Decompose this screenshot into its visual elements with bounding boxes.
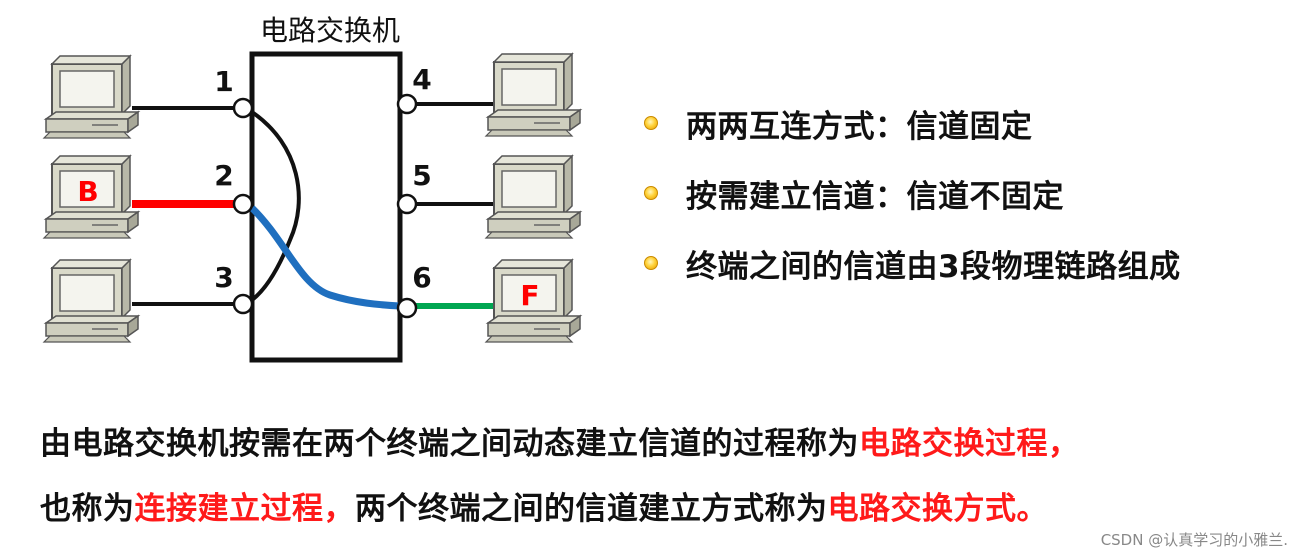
terminal-label-f: F	[520, 279, 539, 312]
port-2-circle	[232, 193, 254, 215]
port-3-circle	[232, 293, 254, 315]
paragraph-line-1: 由电路交换机按需在两个终端之间动态建立信道的过程称为电路交换过程，	[40, 418, 1080, 463]
terminal-label-b: B	[77, 175, 98, 208]
computer-icon	[43, 55, 139, 139]
computer-icon	[485, 53, 581, 137]
port-6-circle	[396, 297, 418, 319]
port-label-4: 4	[412, 63, 431, 96]
port-label-1: 1	[214, 65, 233, 98]
port-label-6: 6	[412, 261, 431, 294]
bullet-list: 两两互连方式：信道固定 按需建立信道：信道不固定 终端之间的信道由3段物理链路组…	[640, 88, 1181, 298]
bullet-text: 两两互连方式：信道固定	[686, 108, 1033, 145]
port-label-2: 2	[214, 159, 233, 192]
port-1-circle	[232, 97, 254, 119]
bullet-item: 按需建立信道：信道不固定	[640, 158, 1181, 228]
bullet-dot-icon	[644, 256, 658, 270]
highlight-term: 电路交换方式。	[827, 491, 1048, 527]
port-4-circle	[396, 93, 418, 115]
paragraph-line-2: 也称为连接建立过程，两个终端之间的信道建立方式称为电路交换方式。	[40, 483, 1048, 528]
port-label-3: 3	[214, 261, 233, 294]
watermark: CSDN @认真学习的小雅兰.	[1100, 531, 1288, 549]
switch-box	[249, 51, 403, 363]
bullet-item: 终端之间的信道由3段物理链路组成	[640, 228, 1181, 298]
circuit-switch-diagram: 电路交换机 1 2 3 4 5 6 B F	[43, 14, 581, 363]
paragraph-text: 也称为	[40, 491, 135, 527]
bullet-dot-icon	[644, 116, 658, 130]
port-5-circle	[396, 193, 418, 215]
bullet-dot-icon	[644, 186, 658, 200]
port-label-5: 5	[412, 159, 431, 192]
bullet-text: 终端之间的信道由3段物理链路组成	[686, 248, 1181, 285]
switch-title: 电路交换机	[260, 14, 400, 47]
paragraph-text: 两个终端之间的信道建立方式称为	[355, 491, 828, 527]
highlight-term: 电路交换过程，	[859, 426, 1080, 462]
computer-icon	[43, 259, 139, 343]
internal-path-1-3	[250, 110, 301, 302]
highlight-term: 连接建立过程，	[134, 491, 355, 527]
bullet-text: 按需建立信道：信道不固定	[686, 178, 1064, 215]
bullet-item: 两两互连方式：信道固定	[640, 88, 1181, 158]
paragraph-text: 由电路交换机按需在两个终端之间动态建立信道的过程称为	[40, 426, 859, 462]
computer-icon	[485, 155, 581, 239]
internal-path-2-6	[249, 205, 401, 310]
